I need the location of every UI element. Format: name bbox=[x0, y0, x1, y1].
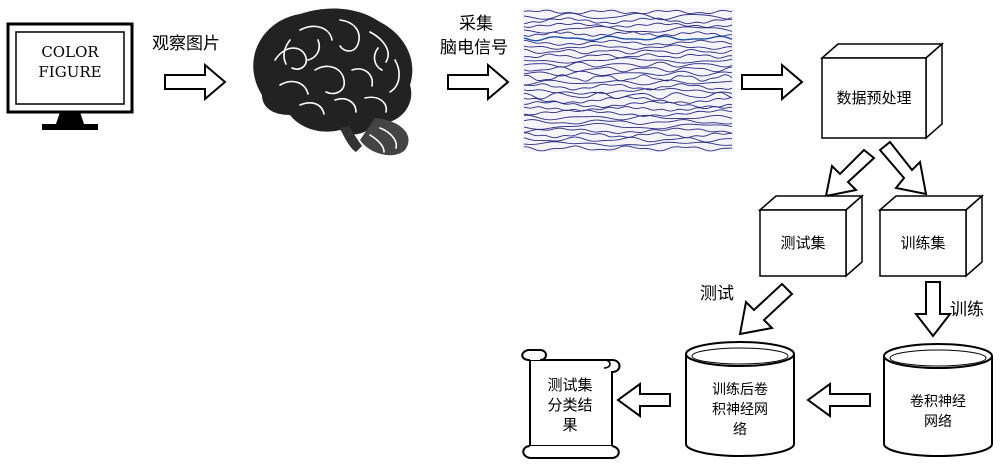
eeg-trace bbox=[523, 48, 733, 55]
trained-cnn-cylinder bbox=[685, 341, 795, 457]
eeg-trace bbox=[523, 9, 733, 15]
monitor-line2: FIGURE bbox=[38, 63, 102, 81]
monitor-screen-text: COLOR FIGURE bbox=[22, 42, 118, 82]
monitor-icon bbox=[6, 22, 134, 130]
eeg-trace bbox=[523, 22, 733, 28]
scroll-icon bbox=[521, 349, 621, 459]
arrow-down-right-icon bbox=[878, 140, 928, 196]
result-line1: 测试集 bbox=[547, 376, 593, 394]
preprocess-label: 数据预处理 bbox=[836, 89, 912, 107]
trained-cnn-label: 训练后卷 积神经网 络 bbox=[690, 380, 790, 440]
observe-label: 观察图片 bbox=[152, 34, 220, 54]
eeg-trace bbox=[523, 100, 733, 108]
collect-label-line1: 采集 bbox=[459, 14, 493, 34]
arrow-down-left-icon bbox=[738, 282, 794, 336]
cnn-line2: 网络 bbox=[924, 414, 952, 430]
eeg-trace bbox=[523, 12, 733, 21]
test-set-label: 测试集 bbox=[780, 234, 826, 252]
eeg-trace bbox=[523, 79, 733, 86]
eeg-trace bbox=[523, 141, 733, 147]
eeg-trace bbox=[523, 83, 733, 91]
arrow-left-icon bbox=[806, 382, 871, 418]
arrow-right-icon bbox=[741, 62, 804, 102]
eeg-trace bbox=[523, 114, 733, 121]
eeg-trace bbox=[523, 136, 733, 143]
result-label: 测试集 分类结 果 bbox=[530, 375, 610, 435]
trained-cnn-line1: 训练后卷 bbox=[712, 382, 768, 398]
train-arrow-label: 训练 bbox=[950, 300, 984, 320]
eeg-trace bbox=[523, 26, 733, 34]
train-set-label: 训练集 bbox=[900, 234, 946, 252]
monitor-line1: COLOR bbox=[41, 43, 99, 61]
eeg-trace bbox=[523, 39, 733, 46]
eeg-trace bbox=[523, 74, 733, 82]
arrow-down-icon bbox=[913, 281, 953, 338]
cnn-line1: 卷积神经 bbox=[910, 394, 966, 410]
eeg-trace bbox=[523, 44, 733, 50]
arrow-down-left-icon bbox=[824, 148, 876, 198]
eeg-trace bbox=[523, 106, 733, 112]
eeg-trace bbox=[523, 53, 733, 59]
trained-cnn-line2: 积神经网 bbox=[712, 402, 768, 418]
cnn-cylinder bbox=[883, 343, 993, 457]
eeg-trace bbox=[523, 35, 733, 42]
test-set-box bbox=[758, 194, 864, 278]
eeg-trace bbox=[523, 66, 733, 73]
trained-cnn-line3: 络 bbox=[733, 422, 747, 438]
test-arrow-label: 测试 bbox=[700, 284, 734, 304]
eeg-trace bbox=[523, 109, 733, 117]
arrow-left-icon bbox=[616, 382, 671, 418]
eeg-trace bbox=[523, 31, 733, 37]
eeg-trace bbox=[523, 123, 733, 130]
arrow-right-icon bbox=[447, 62, 510, 102]
collect-label-line2: 脑电信号 bbox=[440, 38, 508, 58]
train-set-box bbox=[878, 194, 984, 278]
eeg-signal-panel bbox=[522, 8, 734, 152]
eeg-trace bbox=[523, 91, 733, 100]
brain-icon bbox=[253, 8, 413, 156]
eeg-trace bbox=[523, 145, 733, 152]
preprocess-box bbox=[820, 42, 944, 140]
eeg-trace bbox=[523, 17, 733, 25]
arrow-right-icon bbox=[164, 62, 227, 102]
result-line3: 果 bbox=[562, 416, 578, 434]
result-line2: 分类结 bbox=[547, 396, 593, 414]
eeg-trace bbox=[523, 119, 733, 125]
eeg-trace bbox=[523, 57, 733, 64]
eeg-trace bbox=[523, 127, 733, 134]
cnn-label: 卷积神经 网络 bbox=[888, 392, 988, 432]
